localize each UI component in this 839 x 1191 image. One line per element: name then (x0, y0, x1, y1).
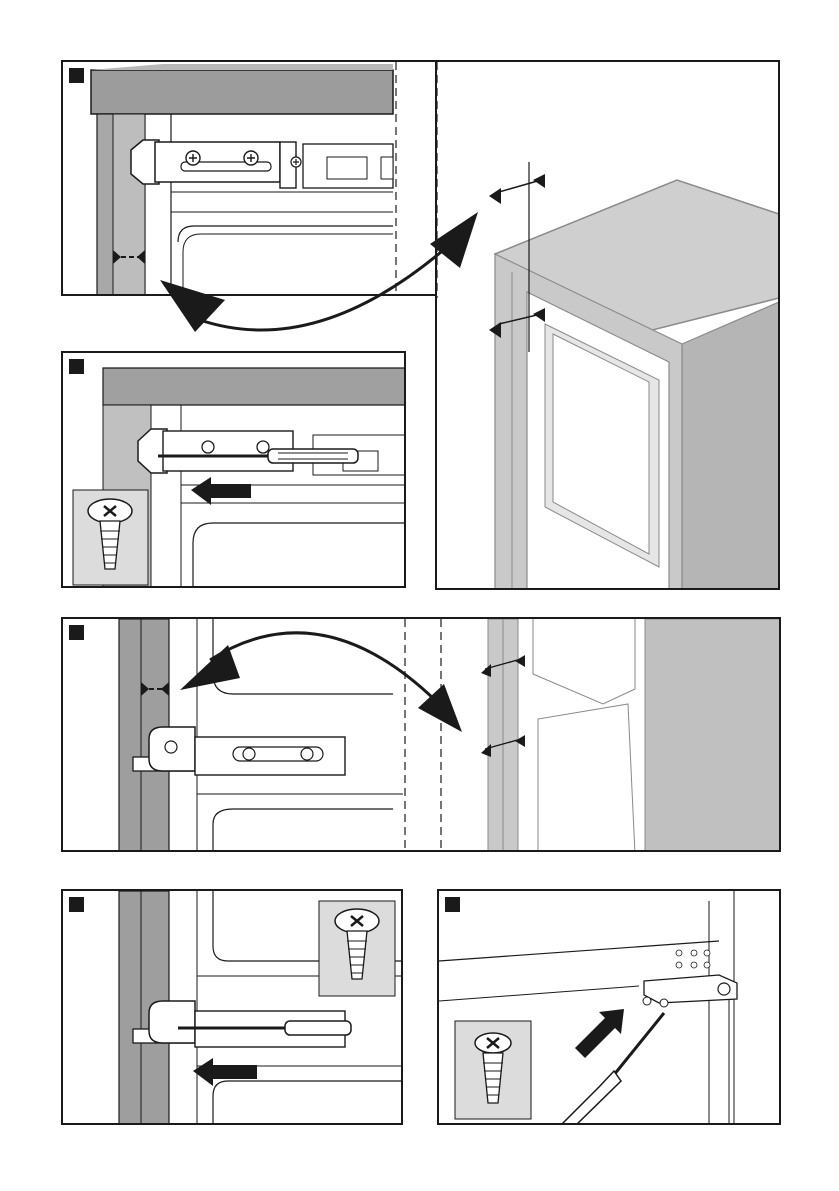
direction-arrow-icon (191, 477, 251, 505)
step-2-panel (61, 351, 406, 588)
step-1-panel (61, 60, 437, 296)
step-3-panel (61, 617, 781, 852)
step-5-marker-square (445, 897, 460, 912)
hinge-detail-illustration (63, 62, 437, 296)
direction-arrow-icon (193, 1058, 257, 1086)
screw-insertion-side-illustration (63, 891, 403, 1125)
hinge-bracket-icon (131, 140, 393, 188)
step-3-marker-square (69, 625, 84, 640)
bracket-screwing-illustration (439, 891, 781, 1125)
step-4-panel (61, 889, 403, 1125)
direction-arrow-icon (575, 1009, 624, 1058)
step-5-panel (437, 889, 781, 1125)
step-1-marker-square (69, 68, 84, 83)
step-2-marker-square (69, 359, 84, 374)
screw-insertion-illustration (63, 353, 406, 588)
step-4-marker-square (69, 897, 84, 912)
refrigerator-icon (437, 62, 780, 590)
step-1-fridge-panel (435, 60, 780, 590)
side-gap-illustration (63, 619, 781, 852)
